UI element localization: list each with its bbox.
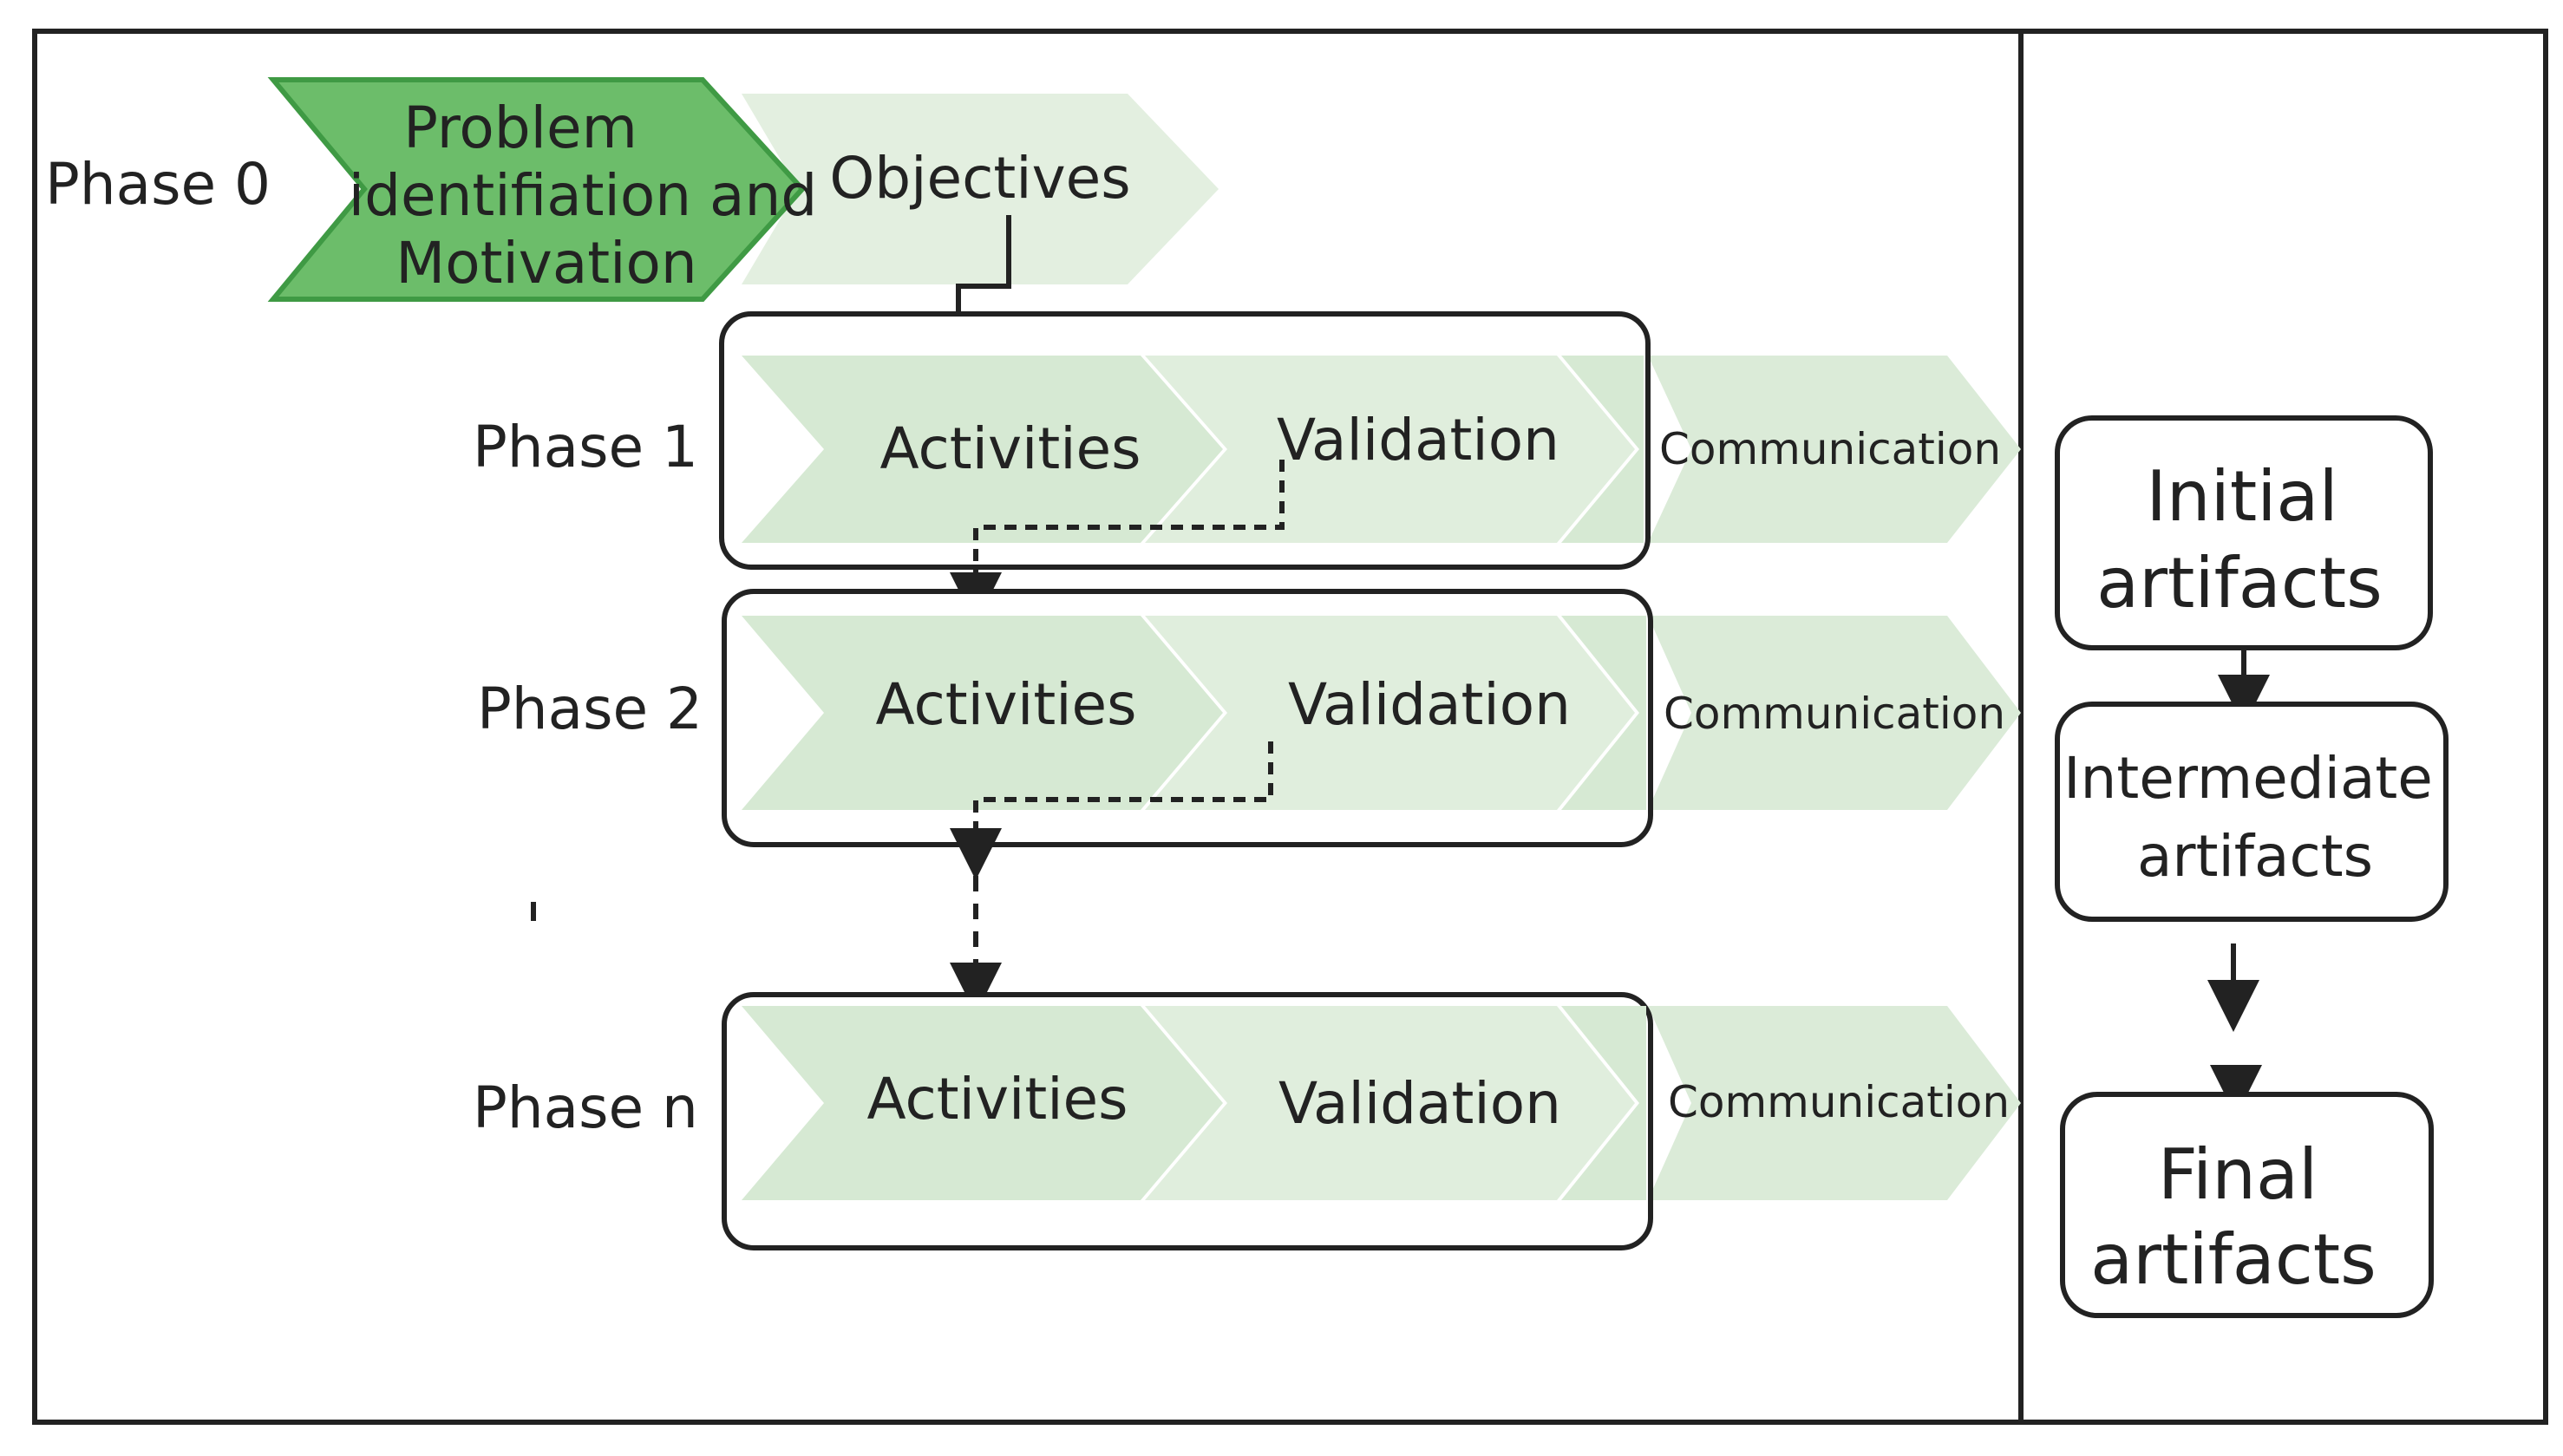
problem-label-line-1: Problem <box>403 95 637 161</box>
intermediate-artifacts-box <box>2055 702 2449 922</box>
phase-1-validation-label: Validation <box>1277 407 1559 473</box>
phase-2-validation-label: Validation <box>1288 671 1571 738</box>
intermediate-artifacts-line-1: Intermediate <box>2063 745 2433 812</box>
intermediate-artifacts-line-2: artifacts <box>2137 823 2373 890</box>
phase-n-label: Phase n <box>473 1074 698 1141</box>
initial-artifacts-box <box>2055 415 2433 650</box>
objectives-chevron <box>742 94 1219 284</box>
problem-chevron <box>267 77 807 302</box>
objectives-label: Objectives <box>829 145 1130 212</box>
phase-n-activities-chevron <box>742 1006 1223 1200</box>
phase-1-activities-label: Activities <box>879 415 1141 482</box>
phase-2-communication-chevron <box>1648 616 2021 810</box>
phase-1-label: Phase 1 <box>473 414 698 480</box>
initial-artifacts-line-1: Initial <box>2146 456 2337 537</box>
phase-n-validation-chevron <box>1145 1006 1635 1200</box>
phase-2-communication-label: Communication <box>1664 689 2005 739</box>
phase-2-label: Phase 2 <box>477 676 703 742</box>
phase-2-activities-chevron <box>742 616 1223 810</box>
final-artifacts-line-1: Final <box>2158 1134 2318 1215</box>
phase-0-label: Phase 0 <box>45 151 271 218</box>
final-artifacts-box <box>2060 1092 2434 1318</box>
phase-1-activities-chevron <box>742 356 1223 543</box>
phase-n-activities-label: Activities <box>866 1066 1128 1133</box>
initial-artifacts-line-2: artifacts <box>2096 543 2383 624</box>
phase-2-activities-label: Activities <box>875 671 1136 738</box>
phase-2-validation-chevron <box>1145 616 1635 810</box>
final-artifacts-line-2: artifacts <box>2090 1219 2377 1300</box>
phase-2-dashed-connector <box>950 741 1273 880</box>
phase-1-third-chevron <box>1561 356 1644 543</box>
phase-n-communication-chevron <box>1648 1006 2021 1200</box>
phase-n-communication-label: Communication <box>1668 1077 2010 1127</box>
phase-1-communication-chevron <box>1648 356 2021 543</box>
problem-label-line-3: Motivation <box>396 230 696 297</box>
phase-2-third-chevron <box>1561 616 1646 810</box>
outer-frame <box>32 29 2548 1425</box>
phase-n-validation-label: Validation <box>1278 1070 1561 1137</box>
problem-label-line-2: identifiation and <box>349 162 817 229</box>
phase-n-third-chevron <box>1561 1006 1646 1200</box>
phase-1-validation-chevron <box>1145 356 1635 543</box>
phase-1-communication-label: Communication <box>1659 424 2001 474</box>
